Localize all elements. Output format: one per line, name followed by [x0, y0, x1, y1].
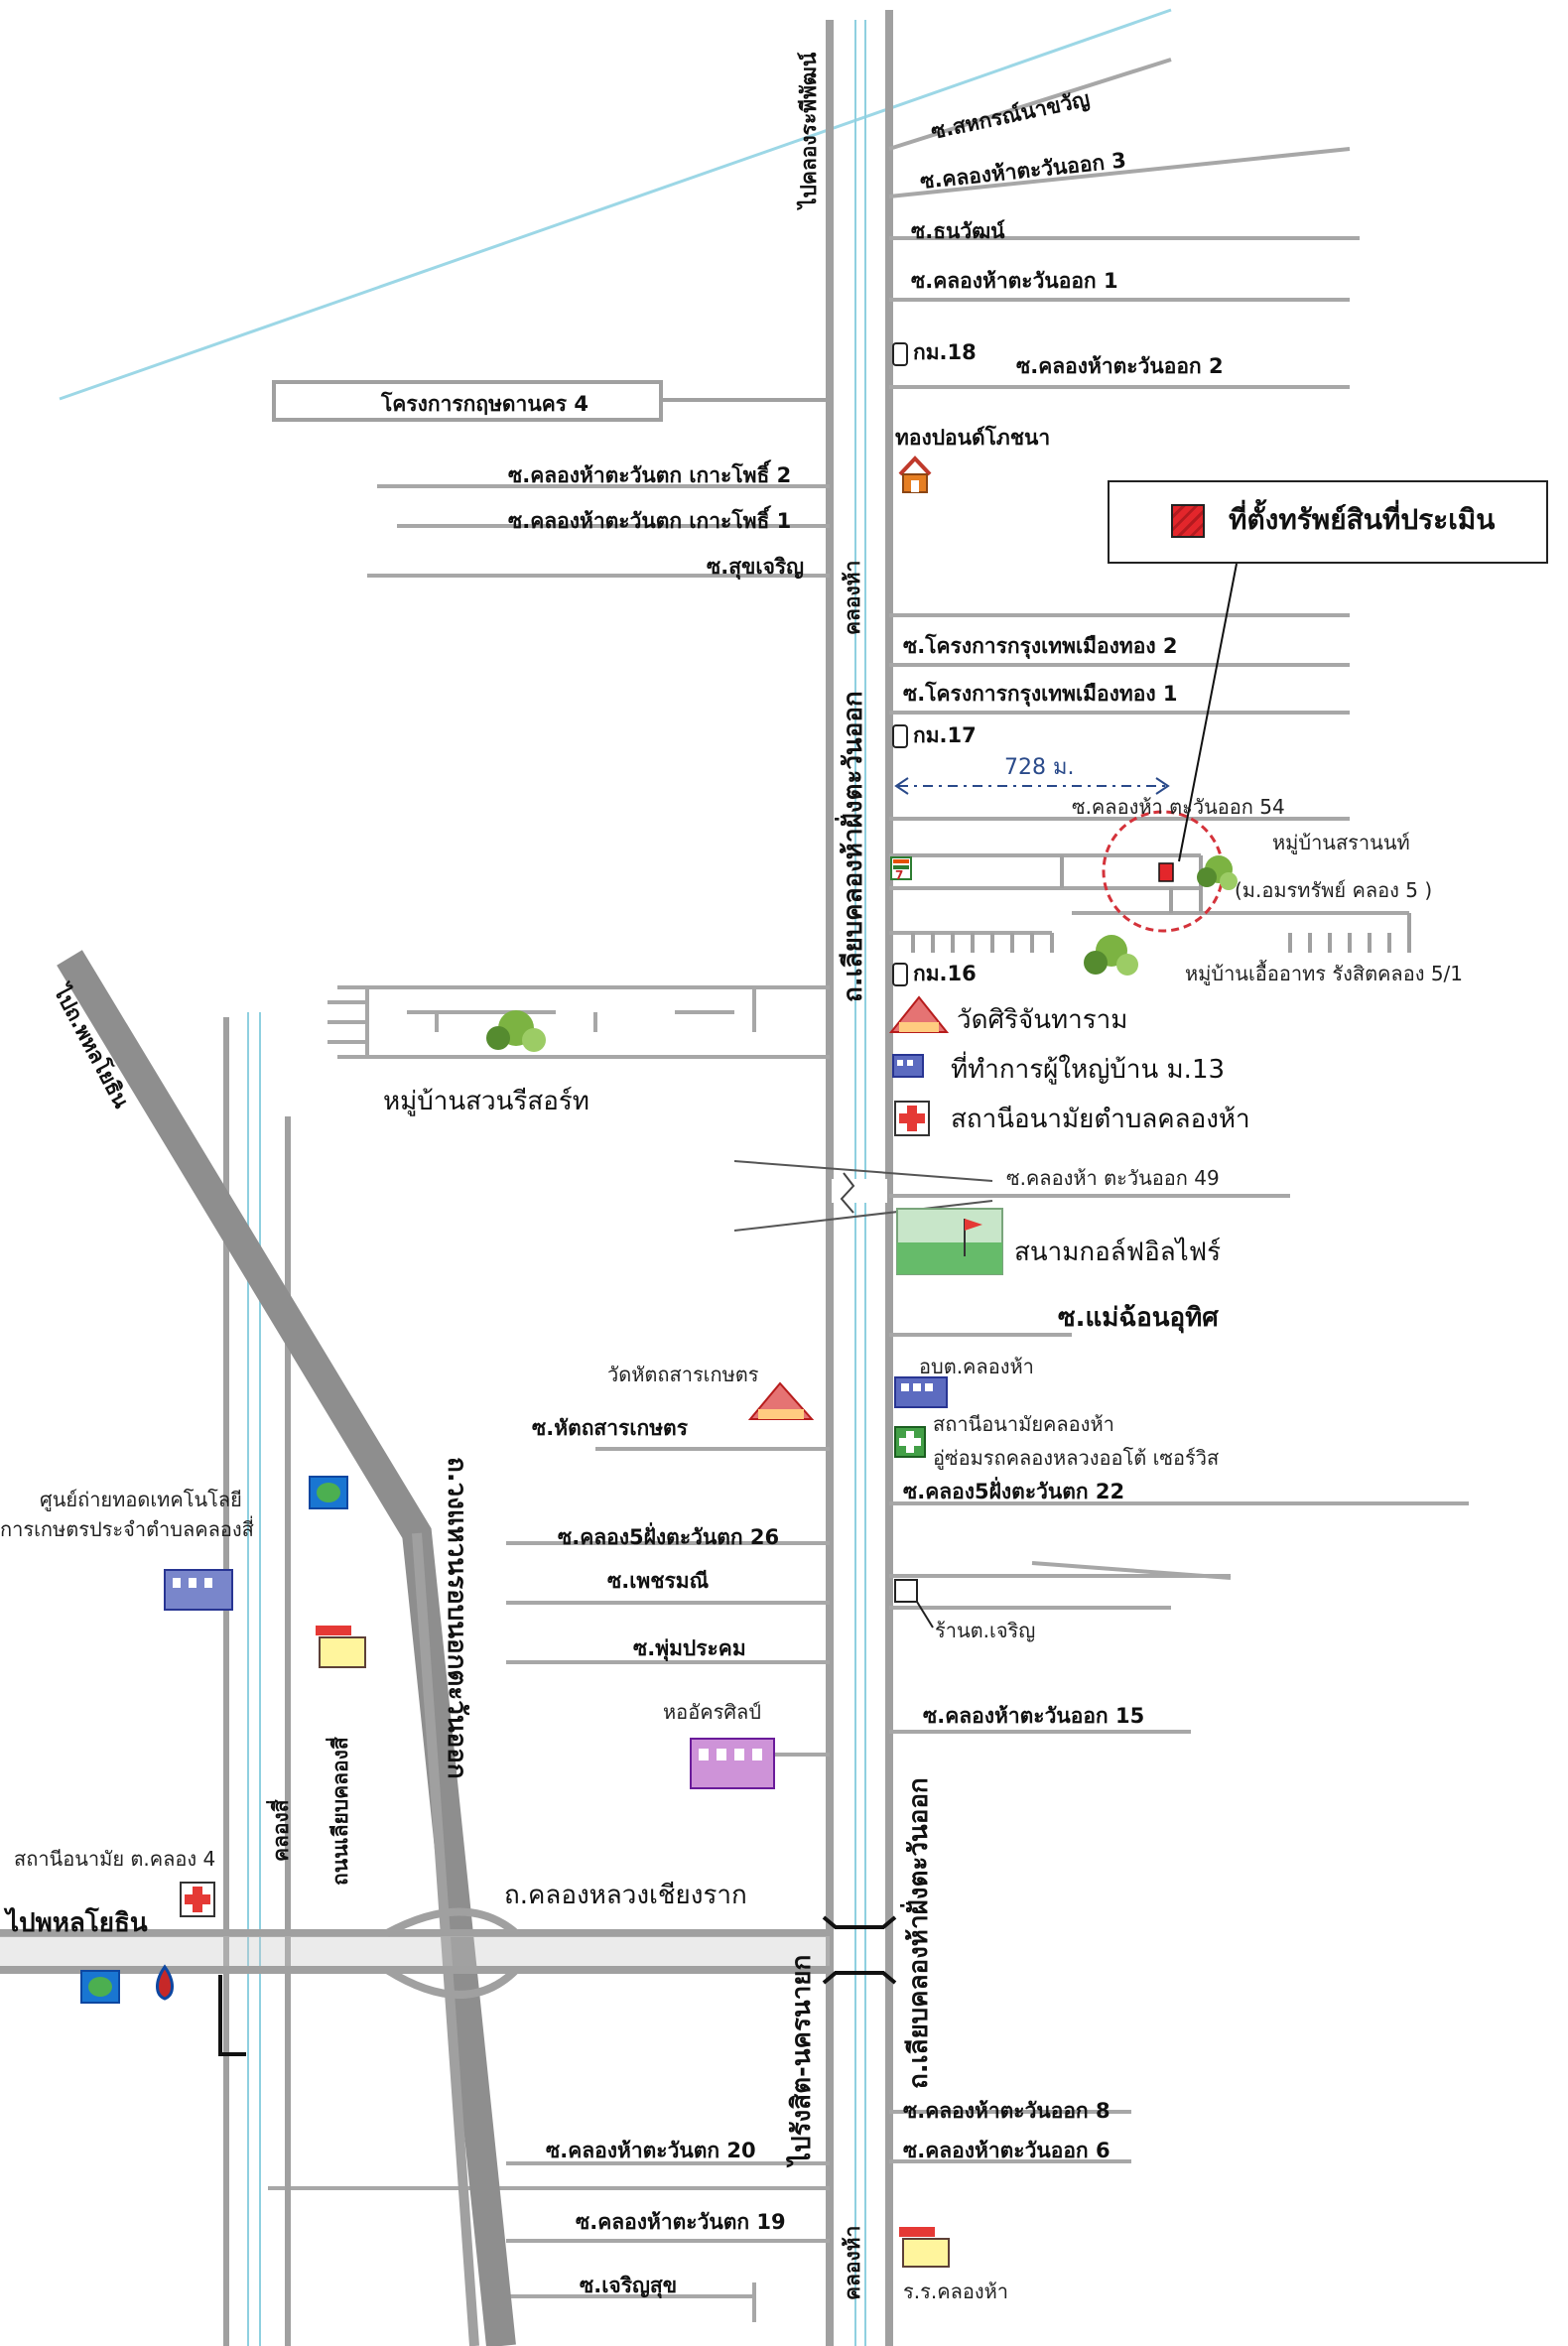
temple-icon-wat-hattha — [747, 1381, 815, 1420]
west-sois-south — [268, 1447, 830, 2322]
canal-4-road-label: ถนนเลียบคลองสี่ — [325, 1737, 352, 1886]
ring-road-label: ถ.วงแหวนรอบนอกตะวันออก — [442, 1457, 471, 1779]
school-label: ร.ร.คลองห้า — [903, 2280, 1008, 2303]
village-head-office-label: ที่ทำการผู้ใหญ่บ้าน ม.13 — [951, 1051, 1225, 1085]
km17-label: กม.17 — [913, 723, 977, 747]
callout-line — [1178, 563, 1238, 862]
suan-village-label: หมู่บ้านสวนรีสอร์ท — [383, 1087, 589, 1116]
shop-icon — [894, 1579, 918, 1603]
soi-muangthong-2-label: ซ.โครงการกรุงเทพเมืองทอง 2 — [903, 633, 1178, 660]
soi-east-2-label: ซ.คลองห้าตะวันออก 2 — [1016, 354, 1224, 378]
km-post-icon — [892, 342, 908, 986]
khlong-luang-road-label: ถ.คลองหลวงเชียงราก — [504, 1881, 747, 1910]
soi-kohpo-1-label: ซ.คลองห้าตะวันตก เกาะโพธิ์ 1 — [508, 505, 791, 533]
east-sois-south — [889, 1333, 1469, 2163]
canal-5-north-label: คลองห้า — [841, 561, 864, 635]
kritsada-project-label: โครงการกฤษดานคร 4 — [380, 391, 588, 416]
km18-label: กม.18 — [913, 340, 977, 364]
soi-thanawat-label: ซ.ธนวัฒน์ — [911, 219, 1005, 243]
suan-village-grid — [327, 985, 830, 1059]
soi-sukcharoen-label: ซ.สุขเจริญ — [707, 555, 804, 581]
west-sois-north — [367, 484, 830, 578]
soi-west-26-label: ซ.คลอง5ฝั่งตะวันตก 26 — [558, 1521, 779, 1549]
soi-sahakorn-label: ซ.สหกรณ์นาขวัญ — [929, 87, 1092, 145]
obt-label: อบต.คลองห้า — [919, 1355, 1034, 1378]
to-phahonyothin-label: ไปพหลโยธิน — [3, 1906, 148, 1938]
soi-east-15-label: ซ.คลองห้าตะวันออก 15 — [923, 1704, 1144, 1728]
to-rangsit-nakhon-nayok-label: ไปรังสิต-นครนายก — [785, 1955, 817, 2168]
legend-label: ที่ตั้งทรัพย์สินที่ประเมิน — [1229, 503, 1496, 536]
wat-sri-label: วัดศิริจันทาราม — [957, 1005, 1127, 1035]
road-break-lower — [733, 1200, 993, 1232]
office-building-icon — [164, 1054, 948, 1789]
soi-east-8-label: ซ.คลองห้าตะวันออก 8 — [903, 2099, 1111, 2123]
km16-label: กม.16 — [913, 962, 977, 985]
restaurant-house-icon — [898, 456, 932, 493]
health-station-label: สถานีอนามัยตำบลคลองห้า — [951, 1105, 1250, 1134]
soi-muangthong-1-label: ซ.โครงการกรุงเทพเมืองทอง 1 — [903, 681, 1178, 708]
east-bank-road-south-label: ถ.เลียบคลองห้าฝั่งตะวันออก — [899, 1777, 934, 2089]
hospital-cross-icon — [180, 1101, 930, 1917]
saran-village-sub-label: (ม.อมรทรัพย์ คลอง 5 ) — [1235, 878, 1432, 902]
svg-text:7: 7 — [895, 868, 903, 882]
distance-label: 728 ม. — [1004, 755, 1074, 780]
diagonal-canal — [59, 8, 1172, 401]
shop-label: ร้านต.เจริญ — [935, 1619, 1035, 1642]
soi-east-3-label: ซ.คลองห้าตะวันออก 3 — [919, 148, 1127, 194]
tree-icon-suan — [486, 1010, 546, 1052]
soi-hattha-label: ซ.หัตถสารเกษตร — [532, 1416, 689, 1440]
soi-east-1-label: ซ.คลองห้าตะวันออก 1 — [911, 269, 1118, 293]
school-icon — [316, 1626, 950, 2268]
garage-label: อู่ซ่อมรถคลองหลวงออโต้ เซอร์วิส — [933, 1446, 1219, 1471]
subject-property-marker — [1158, 862, 1174, 882]
legend-box: ที่ตั้งทรัพย์สินที่ประเมิน — [1108, 480, 1548, 564]
health-station-2-label: สถานีอนามัยคลองห้า — [933, 1412, 1114, 1436]
ho-art-label: หออัครศิลป์ — [663, 1700, 761, 1724]
soi-east-49-label: ซ.คลองห้า ตะวันออก 49 — [1006, 1166, 1220, 1190]
east-bank-road-north-label: ถ.เลียบคลองห้าฝั่งตะวันออก — [834, 691, 868, 1002]
temple-icon-wat-sri — [888, 995, 950, 1033]
road-break-upper — [733, 1160, 993, 1182]
soi-west-19-label: ซ.คลองห้าตะวันตก 19 — [576, 2210, 786, 2234]
tech-center-label-1: ศูนย์ถ่ายทอดเทคโนโลยี — [40, 1488, 242, 1512]
thongpon-label: ทองปอนด์โภชนา — [895, 425, 1050, 450]
tree-icon-ua — [1084, 935, 1138, 976]
soi-west-22-label: ซ.คลอง5ฝั่งตะวันตก 22 — [903, 1476, 1124, 1503]
soi-maechon-label: ซ.แม่ฉ้อนอุทิศ — [1058, 1303, 1219, 1334]
canal-4-label: คลองสี่ — [265, 1799, 293, 1862]
soi-phetchamanee-label: ซ.เพชรมณี — [607, 1569, 710, 1593]
health-station-4-label: สถานีอนามัย ต.คลอง 4 — [14, 1847, 215, 1871]
gas-station-icon — [80, 1476, 348, 2004]
soi-east-54-label: ซ.คลองห้า ตะวันออก 54 — [1072, 795, 1285, 819]
golf-course-icon — [896, 1208, 1003, 1275]
bridge-icon — [822, 1915, 897, 1985]
soi-pumprakom-label: ซ.พุ่มประคม — [633, 1636, 746, 1662]
soi-west-20-label: ซ.คลองห้าตะวันตก 20 — [546, 2139, 756, 2162]
convenience-store-icon: 7 — [890, 856, 912, 882]
soi-kohpo-2-label: ซ.คลองห้าตะวันตก เกาะโพธิ์ 2 — [508, 459, 791, 487]
saran-village-label: หมู่บ้านสรานนท์ — [1272, 831, 1410, 855]
tree-icon-saran — [1197, 855, 1238, 890]
legend-swatch — [1171, 504, 1205, 538]
soi-charoensuk-label: ซ.เจริญสุข — [580, 2274, 677, 2299]
wat-hattha-label: วัดหัตถสารเกษตร — [607, 1363, 759, 1386]
golf-course-label: สนามกอล์ฟอิลไฟร์ — [1014, 1237, 1221, 1267]
ua-village-label: หมู่บ้านเอื้ออาทร รังสิตคลอง 5/1 — [1185, 960, 1463, 986]
canal-5-south-label: คลองห้า — [841, 2226, 864, 2300]
soi-east-6-label: ซ.คลองห้าตะวันออก 6 — [903, 2139, 1111, 2162]
tech-center-label-2: การเกษตรประจำตำบลคลองสี่ — [0, 1515, 254, 1541]
to-khlong-rapeepat-label: ไปคลองระพีพัฒน์ — [796, 52, 821, 210]
